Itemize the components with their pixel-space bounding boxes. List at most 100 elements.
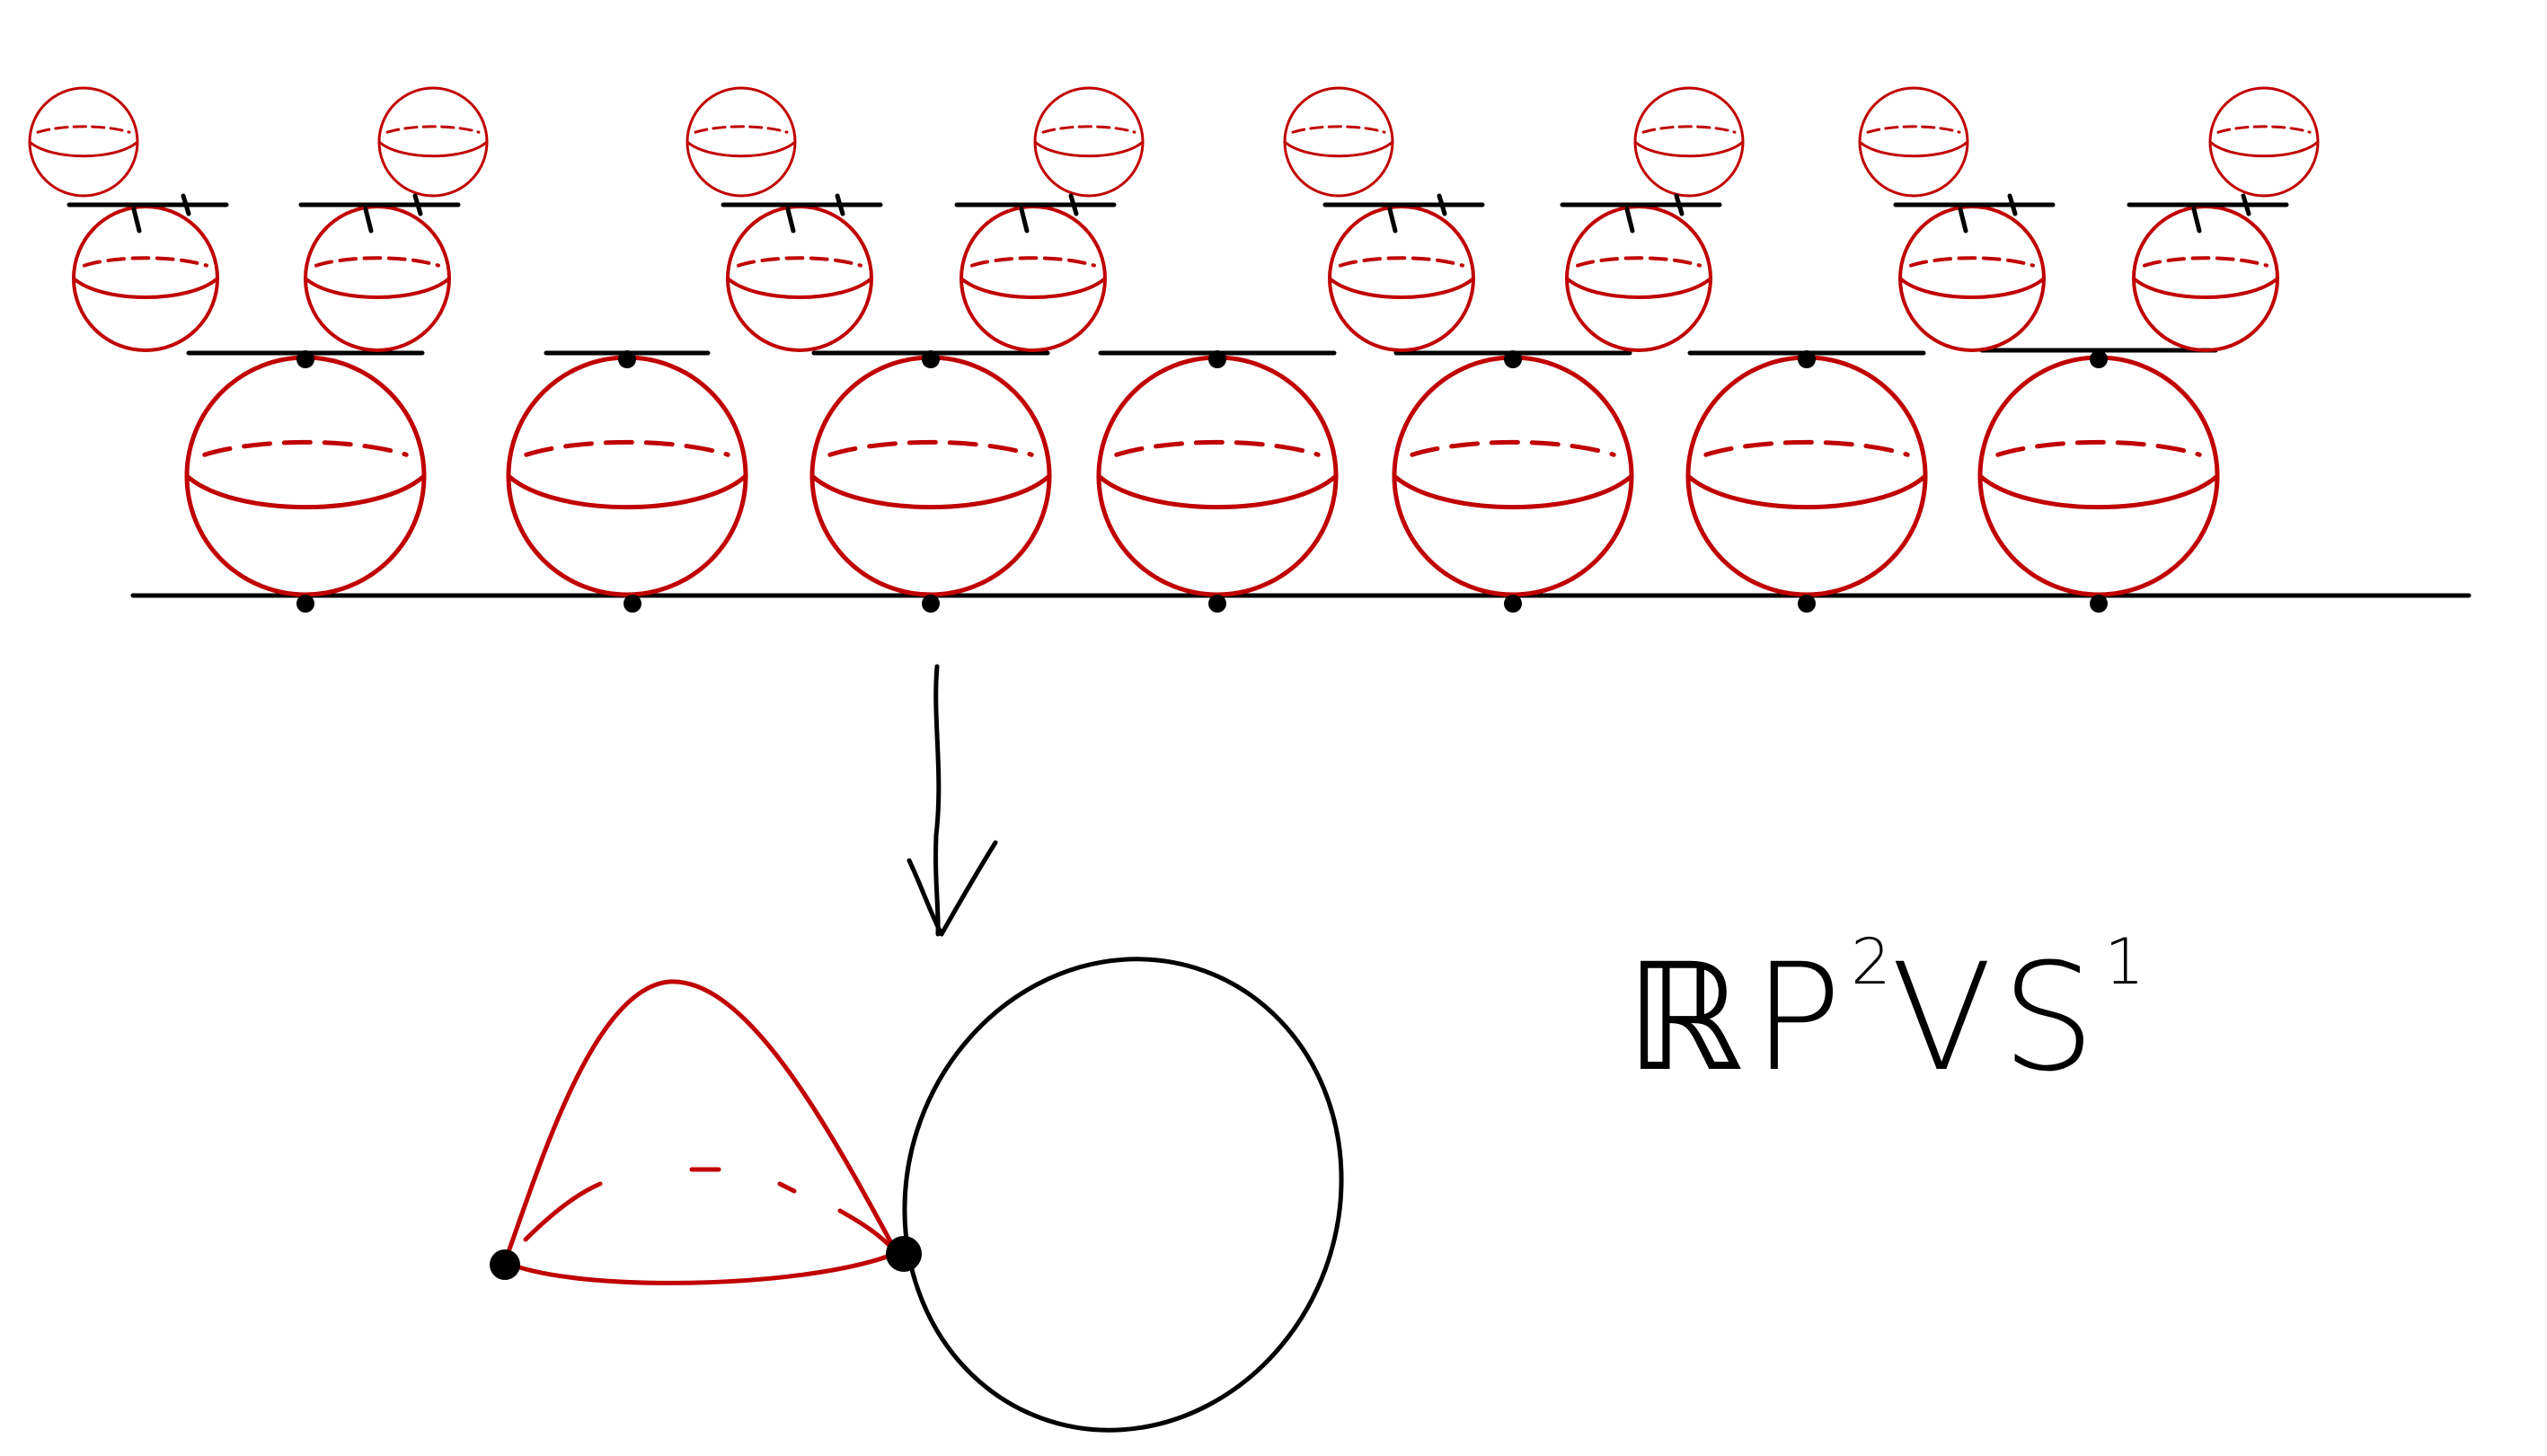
bottom-sphere-3 xyxy=(809,355,1052,597)
small-sphere-5-equator-back xyxy=(1291,125,1386,134)
small-sphere-8 xyxy=(2208,86,2320,198)
medium-sphere-8 xyxy=(2132,205,2279,352)
small-sphere-4-outline xyxy=(1033,86,1145,198)
wedge-symbol: V xyxy=(1890,931,2002,1104)
bottom-sphere-2-equator-front xyxy=(506,473,748,510)
bottom-sphere-3-equator-back xyxy=(827,439,1034,457)
small-sphere-7-equator-back xyxy=(1866,125,1961,134)
small-sphere-7-equator-front xyxy=(1858,140,1969,158)
bottom-sphere-3-outline xyxy=(809,355,1052,597)
rp2-wedge-s1-label: ℝP2VS1 xyxy=(1626,925,2145,1104)
space-exponent: 2 xyxy=(1851,925,1891,999)
small-sphere-2-outline xyxy=(377,86,489,198)
medium-sphere-8-equator-front xyxy=(2132,277,2279,299)
small-sphere-1 xyxy=(28,86,139,198)
bottom-sphere-1-outline xyxy=(184,355,427,597)
small-sphere-3-equator-back xyxy=(694,125,789,134)
small-sphere-3-outline xyxy=(685,86,797,198)
medium-sphere-2-equator-back xyxy=(314,256,440,268)
medium-sphere-4-outline xyxy=(960,205,1107,352)
small-sphere-6-equator-back xyxy=(1641,125,1737,134)
small-sphere-4-equator-back xyxy=(1041,125,1136,134)
tick-4b xyxy=(1068,193,1079,216)
tick-4a xyxy=(1019,207,1030,234)
small-sphere-5-equator-front xyxy=(1283,140,1394,158)
tick-2b xyxy=(412,193,423,216)
tick-2a xyxy=(363,207,374,234)
small-sphere-7 xyxy=(1858,86,1969,198)
medium-sphere-6 xyxy=(1565,205,1712,352)
medium-sphere-5-outline xyxy=(1328,205,1475,352)
medium-sphere-3-outline xyxy=(726,205,873,352)
top-point-2 xyxy=(618,350,636,368)
base-point-3 xyxy=(922,595,940,613)
tick-7b xyxy=(2007,193,2018,216)
bottom-sphere-4-outline xyxy=(1096,355,1339,597)
bottom-sphere-6-outline xyxy=(1685,355,1928,597)
small-sphere-6 xyxy=(1633,86,1745,198)
bottom-sphere-6-equator-back xyxy=(1703,439,1910,457)
medium-sphere-2-equator-front xyxy=(304,277,451,299)
bottom-sphere-1-equator-back xyxy=(202,439,409,457)
bottom-sphere-5-outline xyxy=(1392,355,1634,597)
top-point-4 xyxy=(1208,350,1226,368)
tick-5b xyxy=(1437,193,1447,216)
circle-exponent: 1 xyxy=(2104,925,2145,999)
upper-sphere-towers xyxy=(28,86,2320,352)
small-sphere-7-outline xyxy=(1858,86,1969,198)
medium-sphere-5-equator-back xyxy=(1339,256,1464,268)
medium-sphere-6-outline xyxy=(1565,205,1712,352)
wedge-point xyxy=(886,1236,922,1272)
tick-6b xyxy=(1674,193,1685,216)
small-sphere-3-equator-front xyxy=(685,140,797,158)
rp2-shape xyxy=(502,979,899,1285)
tick-1b xyxy=(181,193,191,216)
medium-sphere-7-equator-front xyxy=(1898,277,2046,299)
small-sphere-2-equator-back xyxy=(385,125,481,134)
down-arrow xyxy=(906,664,998,937)
tick-7a xyxy=(1958,207,1968,234)
bottom-sphere-5-equator-front xyxy=(1392,473,1634,510)
medium-sphere-4 xyxy=(960,205,1107,352)
base-point-7 xyxy=(2090,595,2108,613)
small-sphere-1-equator-back xyxy=(36,125,131,134)
bottom-sphere-7-outline xyxy=(1977,355,2220,597)
medium-sphere-3 xyxy=(726,205,873,352)
top-point-1 xyxy=(296,350,314,368)
bottom-sphere-2 xyxy=(506,355,748,597)
small-sphere-6-equator-front xyxy=(1633,140,1745,158)
tick-8a xyxy=(2191,207,2202,234)
medium-sphere-4-equator-back xyxy=(970,256,1096,268)
bottom-sphere-3-equator-front xyxy=(809,473,1052,510)
medium-sphere-3-equator-front xyxy=(726,277,873,299)
tick-3b xyxy=(835,193,845,216)
small-sphere-6-outline xyxy=(1633,86,1745,198)
small-sphere-4 xyxy=(1033,86,1145,198)
wedge-point-left xyxy=(490,1249,520,1280)
medium-sphere-8-outline xyxy=(2132,205,2279,352)
bottom-sphere-6 xyxy=(1685,355,1928,597)
small-sphere-8-equator-front xyxy=(2208,140,2320,158)
medium-sphere-1-equator-front xyxy=(72,277,219,299)
bottom-sphere-2-outline xyxy=(506,355,748,597)
medium-sphere-3-equator-back xyxy=(737,256,862,268)
bottom-sphere-4-equator-back xyxy=(1114,439,1321,457)
tick-1a xyxy=(131,207,142,234)
medium-sphere-5-equator-front xyxy=(1328,277,1475,299)
small-sphere-2-equator-front xyxy=(377,140,489,158)
medium-sphere-2-outline xyxy=(304,205,451,352)
top-point-5 xyxy=(1504,350,1522,368)
tick-6a xyxy=(1624,207,1635,234)
bottom-sphere-5-equator-back xyxy=(1410,439,1616,457)
circle-label: S xyxy=(2001,931,2105,1104)
medium-sphere-2 xyxy=(304,205,451,352)
medium-sphere-8-equator-back xyxy=(2143,256,2268,268)
medium-sphere-5 xyxy=(1328,205,1475,352)
bottom-sphere-7 xyxy=(1977,355,2220,597)
medium-sphere-6-equator-back xyxy=(1576,256,1702,268)
bottom-sphere-2-equator-back xyxy=(524,439,730,457)
base-point-2 xyxy=(623,595,641,613)
small-sphere-1-outline xyxy=(28,86,139,198)
tick-3a xyxy=(785,207,796,234)
